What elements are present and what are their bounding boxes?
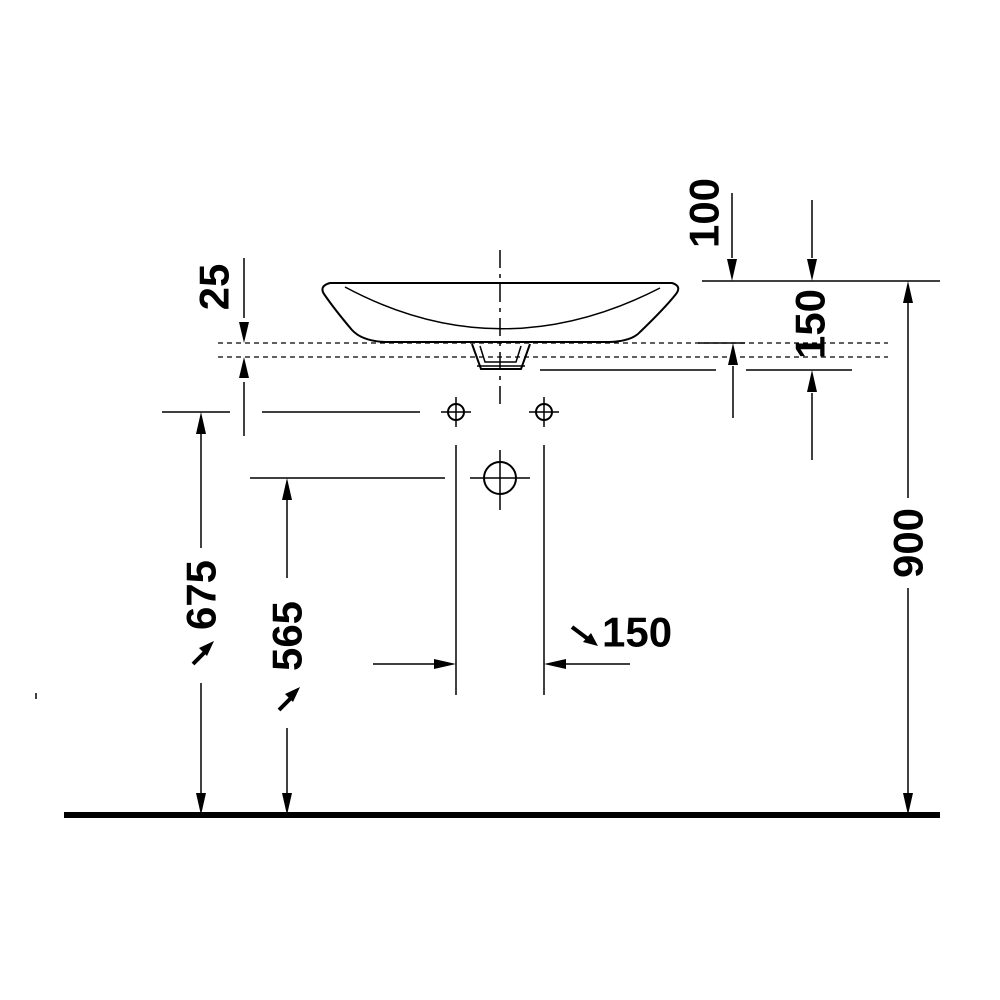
dim-tap-hole-height xyxy=(196,412,206,815)
dim-trap-spacing-arrow-icon xyxy=(570,625,598,646)
basin-inner-bowl xyxy=(344,286,661,330)
dim-drain-height xyxy=(282,478,292,815)
basin-outline xyxy=(321,282,680,343)
dim-trap-spacing xyxy=(373,659,630,669)
dim-tap-hole-height-arrow-icon xyxy=(191,641,214,666)
dim-rim-thickness-label: 25 xyxy=(191,264,238,311)
dim-drain-height-label: 565 xyxy=(264,601,311,671)
dim-counter-height-label: 900 xyxy=(885,508,932,578)
dim-trap-spacing-label: 150 xyxy=(602,609,672,656)
dim-counter-height xyxy=(903,281,913,815)
dim-rim-offset xyxy=(727,193,817,281)
dim-rim-offset-label: 100 xyxy=(681,178,728,248)
dim-tap-hole-height-label: 675 xyxy=(178,560,225,630)
tap-hole-right xyxy=(529,397,559,427)
tap-hole-left xyxy=(441,397,471,427)
drain-connection xyxy=(470,450,530,510)
dim-basin-height xyxy=(540,342,852,460)
dim-basin-height-label: 150 xyxy=(787,289,834,359)
dim-rim-thickness xyxy=(239,258,249,436)
dim-drain-height-arrow-icon xyxy=(277,687,300,712)
